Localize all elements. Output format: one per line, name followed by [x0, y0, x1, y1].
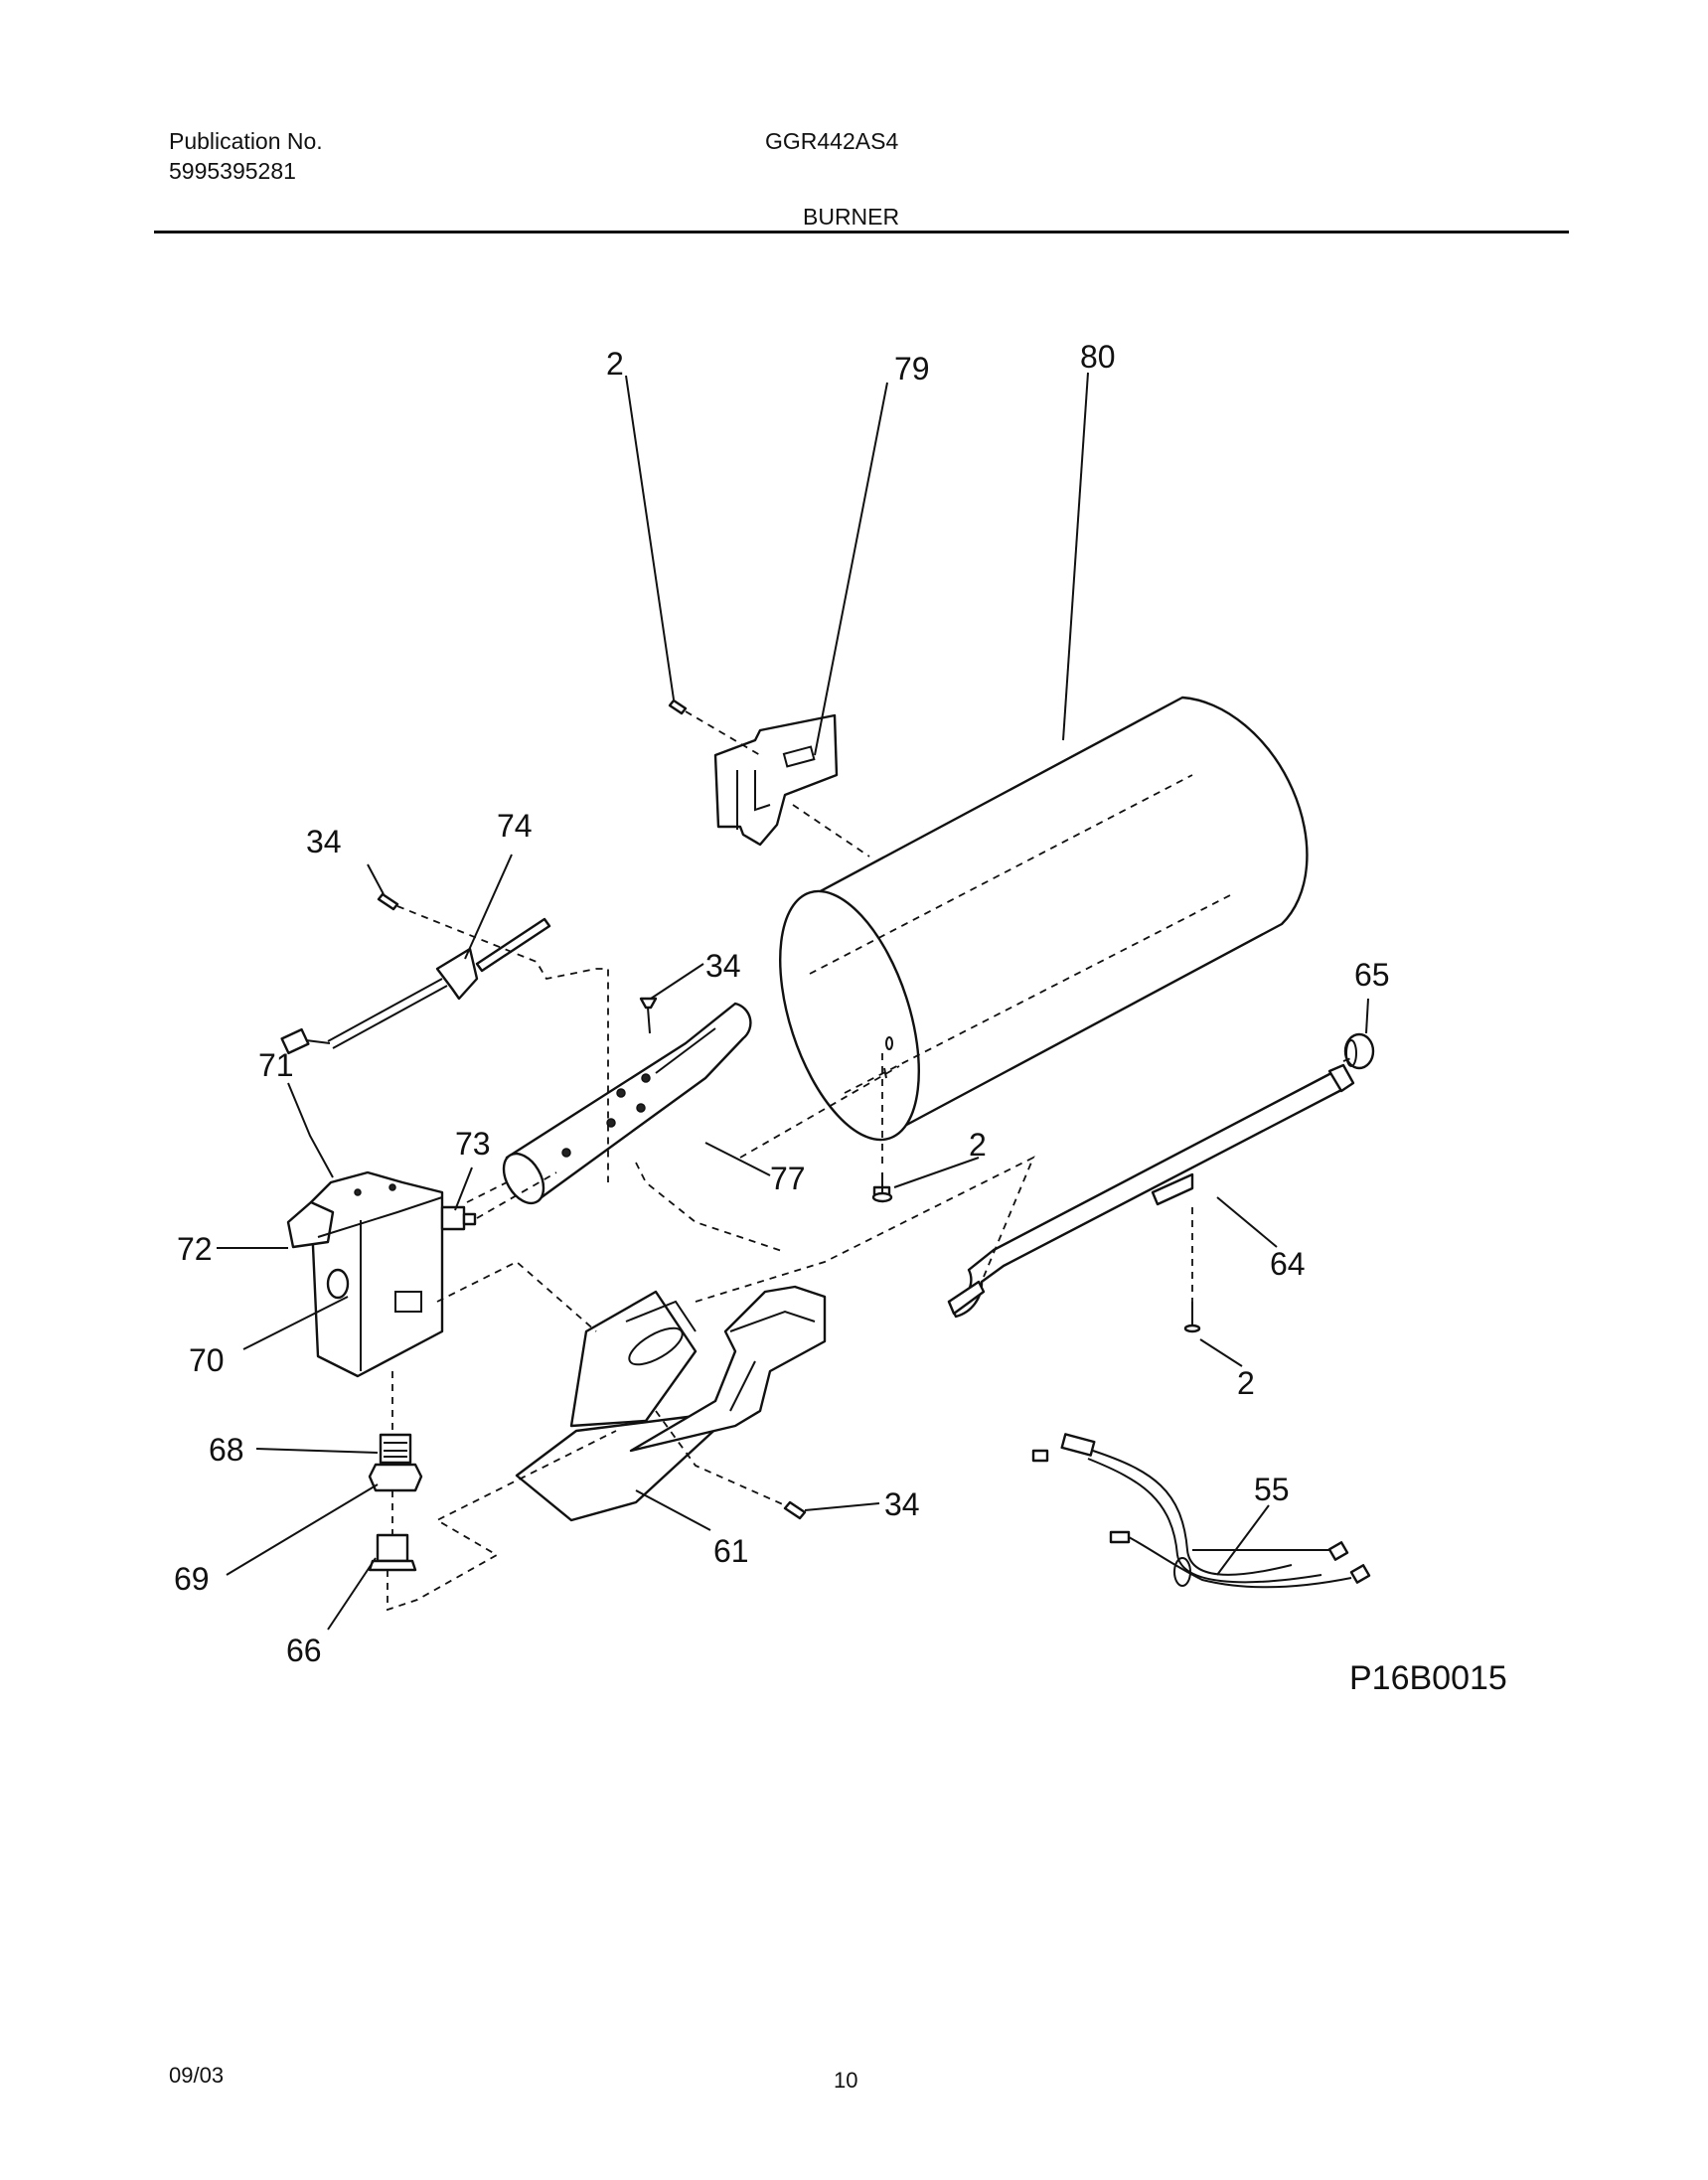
part-65-pipe-cap — [1343, 1032, 1375, 1070]
screw-34-left — [377, 892, 399, 911]
callout-72: 72 — [177, 1231, 213, 1267]
publication-label: Publication No. — [169, 128, 323, 154]
callout-34-middle: 34 — [705, 948, 741, 984]
part-77-burner-tube — [502, 1002, 752, 1205]
screw-2-top — [668, 699, 688, 715]
screw-34-middle — [639, 997, 658, 1034]
part-61-burner-bracket — [515, 1285, 827, 1522]
screw-34-bottom — [783, 1500, 807, 1520]
page-number: 10 — [834, 2068, 858, 2093]
figure-id: P16B0015 — [1349, 1659, 1507, 1697]
part-66-cap — [368, 1533, 417, 1572]
callout-70: 70 — [189, 1342, 225, 1378]
callout-66: 66 — [286, 1633, 322, 1668]
callout-labels: 2 79 80 34 74 34 65 71 73 2 77 72 64 70 … — [174, 339, 1390, 1668]
callout-61: 61 — [713, 1533, 749, 1569]
screw-2-drum — [871, 1172, 893, 1203]
model-number: GGR442AS4 — [765, 128, 899, 154]
publication-number: 5995395281 — [169, 158, 296, 184]
callout-74: 74 — [497, 808, 533, 844]
leader-lines — [217, 372, 1369, 1631]
part-69-nut — [368, 1463, 423, 1492]
callout-73: 73 — [455, 1126, 491, 1162]
part-64-gas-pipe — [947, 1063, 1355, 1319]
callout-65: 65 — [1354, 957, 1390, 993]
part-68-orifice — [379, 1433, 412, 1465]
callout-34-left: 34 — [306, 824, 342, 859]
callout-77: 77 — [770, 1161, 806, 1196]
part-74-flame-sensor — [280, 917, 551, 1055]
header-rule — [154, 231, 1569, 234]
callout-2-screw-top: 2 — [606, 346, 624, 382]
callout-64: 64 — [1270, 1246, 1306, 1282]
callout-2-drum: 2 — [969, 1127, 987, 1163]
section-title: BURNER — [803, 204, 900, 230]
callout-55: 55 — [1254, 1472, 1290, 1507]
callout-2-pipe: 2 — [1237, 1365, 1255, 1401]
assembly-lines — [387, 710, 1357, 1612]
part-55-wire-harness — [1031, 1433, 1371, 1589]
part-80-combustion-chamber — [779, 696, 1309, 1142]
callout-34-bottom: 34 — [884, 1486, 920, 1522]
callout-69: 69 — [174, 1561, 210, 1597]
screw-2-pipe — [1183, 1302, 1201, 1333]
footer-date: 09/03 — [169, 2063, 225, 2088]
callout-79: 79 — [894, 351, 930, 387]
callout-80: 80 — [1080, 339, 1116, 375]
part-70-gas-valve — [286, 1170, 477, 1378]
callout-71: 71 — [258, 1047, 294, 1083]
callout-68: 68 — [209, 1432, 244, 1468]
